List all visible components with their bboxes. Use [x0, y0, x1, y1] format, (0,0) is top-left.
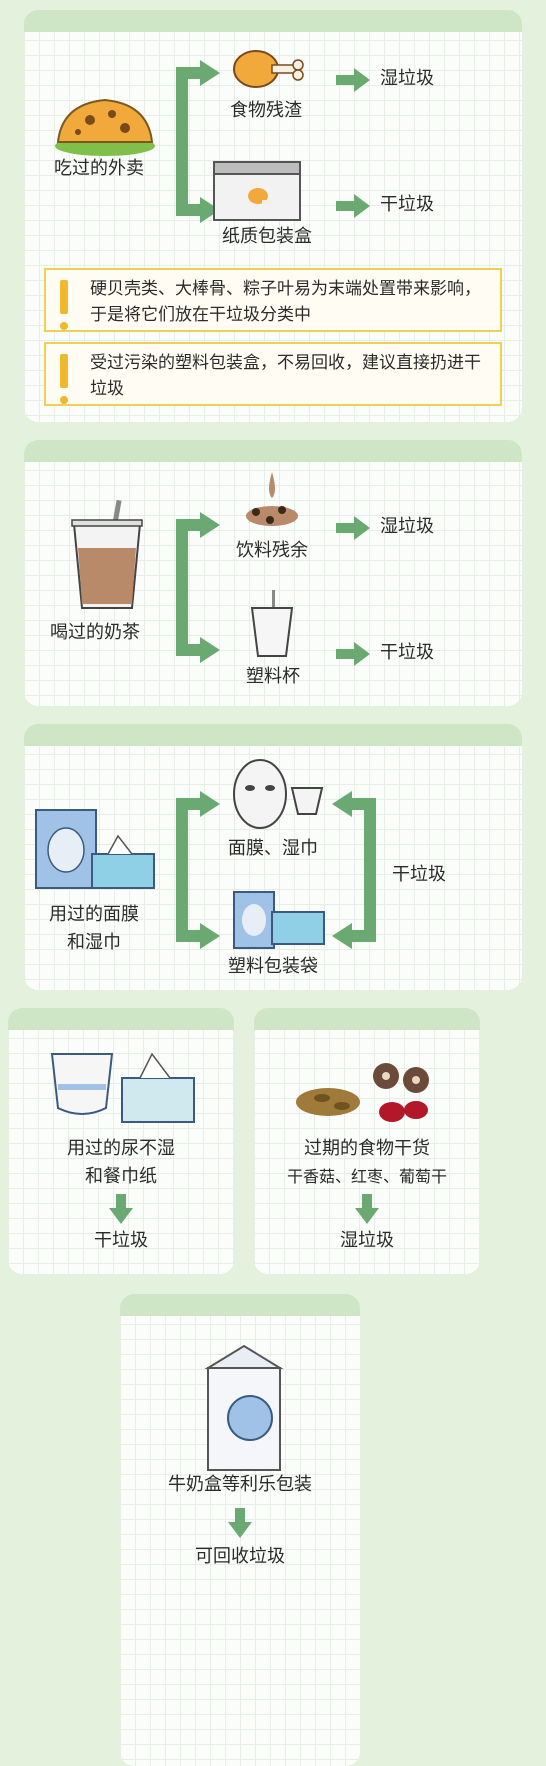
card-header-band	[8, 1008, 234, 1030]
item-label: 过期的食物干货 干香菇、红枣、葡萄干	[254, 1138, 480, 1188]
diaper-and-tissue-illustration	[50, 1052, 195, 1123]
paper-box-icon	[213, 161, 301, 221]
arrow-down-icon	[355, 1194, 379, 1224]
source-label: 喝过的奶茶	[50, 622, 140, 643]
source-label: 用过的面膜 和湿巾	[24, 904, 164, 954]
item-b-label: 纸质包装盒	[222, 226, 312, 247]
exclamation-icon	[60, 280, 68, 330]
milk-carton-icon	[204, 1344, 284, 1471]
branch-bracket	[176, 60, 220, 223]
drumstick-icon	[233, 50, 304, 88]
item-b-result: 干垃圾	[380, 642, 434, 663]
line1: 过期的食物干货	[304, 1138, 430, 1159]
note-box: 硬贝壳类、大棒骨、粽子叶易为末端处置带来影响，于是将它们放在干垃圾分类中	[44, 268, 502, 332]
item-b-label: 塑料杯	[246, 666, 300, 687]
arrow-right-icon	[336, 194, 370, 218]
branch-bracket	[176, 512, 220, 663]
line1: 用过的尿不湿	[67, 1138, 175, 1159]
item-a-label: 食物残渣	[230, 100, 302, 121]
card-header-band	[120, 1294, 360, 1316]
note-text: 受过污染的塑料包装盒，不易回收，建议直接扔进干垃圾	[90, 353, 481, 399]
milk-tea-cup-icon	[71, 499, 143, 609]
card-header-band	[254, 1008, 480, 1030]
arrow-right-icon	[336, 516, 370, 540]
item-b-result: 干垃圾	[380, 194, 434, 215]
arrow-down-icon	[109, 1194, 133, 1224]
drink-splash-icon	[246, 472, 298, 526]
takeout-illustration	[55, 98, 155, 156]
note-box: 受过污染的塑料包装盒，不易回收，建议直接扔进干垃圾	[44, 342, 502, 406]
item-label: 用过的尿不湿 和餐巾纸	[8, 1138, 234, 1188]
result-label: 湿垃圾	[340, 1230, 394, 1251]
mask-and-wipes-illustration	[35, 809, 155, 889]
source-label: 吃过的外卖	[54, 158, 144, 179]
exclamation-icon	[60, 354, 68, 404]
card-tetra-pak: 牛奶盒等利乐包装 可回收垃圾	[120, 1294, 360, 1766]
item-a-label: 饮料残余	[236, 540, 308, 561]
dried-food-illustration	[296, 1063, 429, 1122]
left-bracket	[176, 791, 376, 949]
arrow-down-icon	[228, 1508, 252, 1538]
result-label: 可回收垃圾	[195, 1546, 285, 1567]
card-dried-food: 过期的食物干货 干香菇、红枣、葡萄干 湿垃圾	[254, 1008, 480, 1274]
result-label: 干垃圾	[94, 1230, 148, 1251]
item-b-label: 塑料包装袋	[228, 956, 318, 977]
source-line1: 用过的面膜	[49, 904, 139, 925]
face-mask-icon	[233, 759, 324, 829]
card-diaper: 用过的尿不湿 和餐巾纸 干垃圾	[8, 1008, 234, 1274]
card-takeout: 吃过的外卖 食物残渣 湿垃圾 纸质包装盒 干垃圾 硬贝壳类、大棒骨、粽子叶易为末…	[24, 10, 522, 422]
card-milk-tea: 喝过的奶茶 饮料残余 湿垃圾 塑料杯 干垃圾	[24, 440, 522, 706]
item-label: 牛奶盒等利乐包装	[168, 1474, 312, 1495]
item-a-result: 湿垃圾	[380, 516, 434, 537]
card-face-mask: 用过的面膜 和湿巾 面膜、湿巾 塑料包装袋 干垃圾	[24, 724, 522, 990]
line2: 干香菇、红枣、葡萄干	[286, 1167, 447, 1186]
card-header-band	[24, 440, 522, 462]
arrow-right-icon	[336, 642, 370, 666]
item-a-result: 湿垃圾	[380, 68, 434, 89]
card-header-band	[24, 10, 522, 32]
packaging-bag-icon	[233, 891, 325, 949]
result-label: 干垃圾	[392, 864, 446, 885]
item-a-label: 面膜、湿巾	[228, 838, 318, 859]
source-line2: 和湿巾	[67, 932, 121, 953]
plastic-cup-icon	[250, 590, 294, 657]
line2: 和餐巾纸	[85, 1166, 157, 1187]
arrow-right-icon	[336, 68, 370, 92]
note-text: 硬贝壳类、大棒骨、粽子叶易为末端处置带来影响，于是将它们放在干垃圾分类中	[90, 279, 481, 325]
card-header-band	[24, 724, 522, 746]
